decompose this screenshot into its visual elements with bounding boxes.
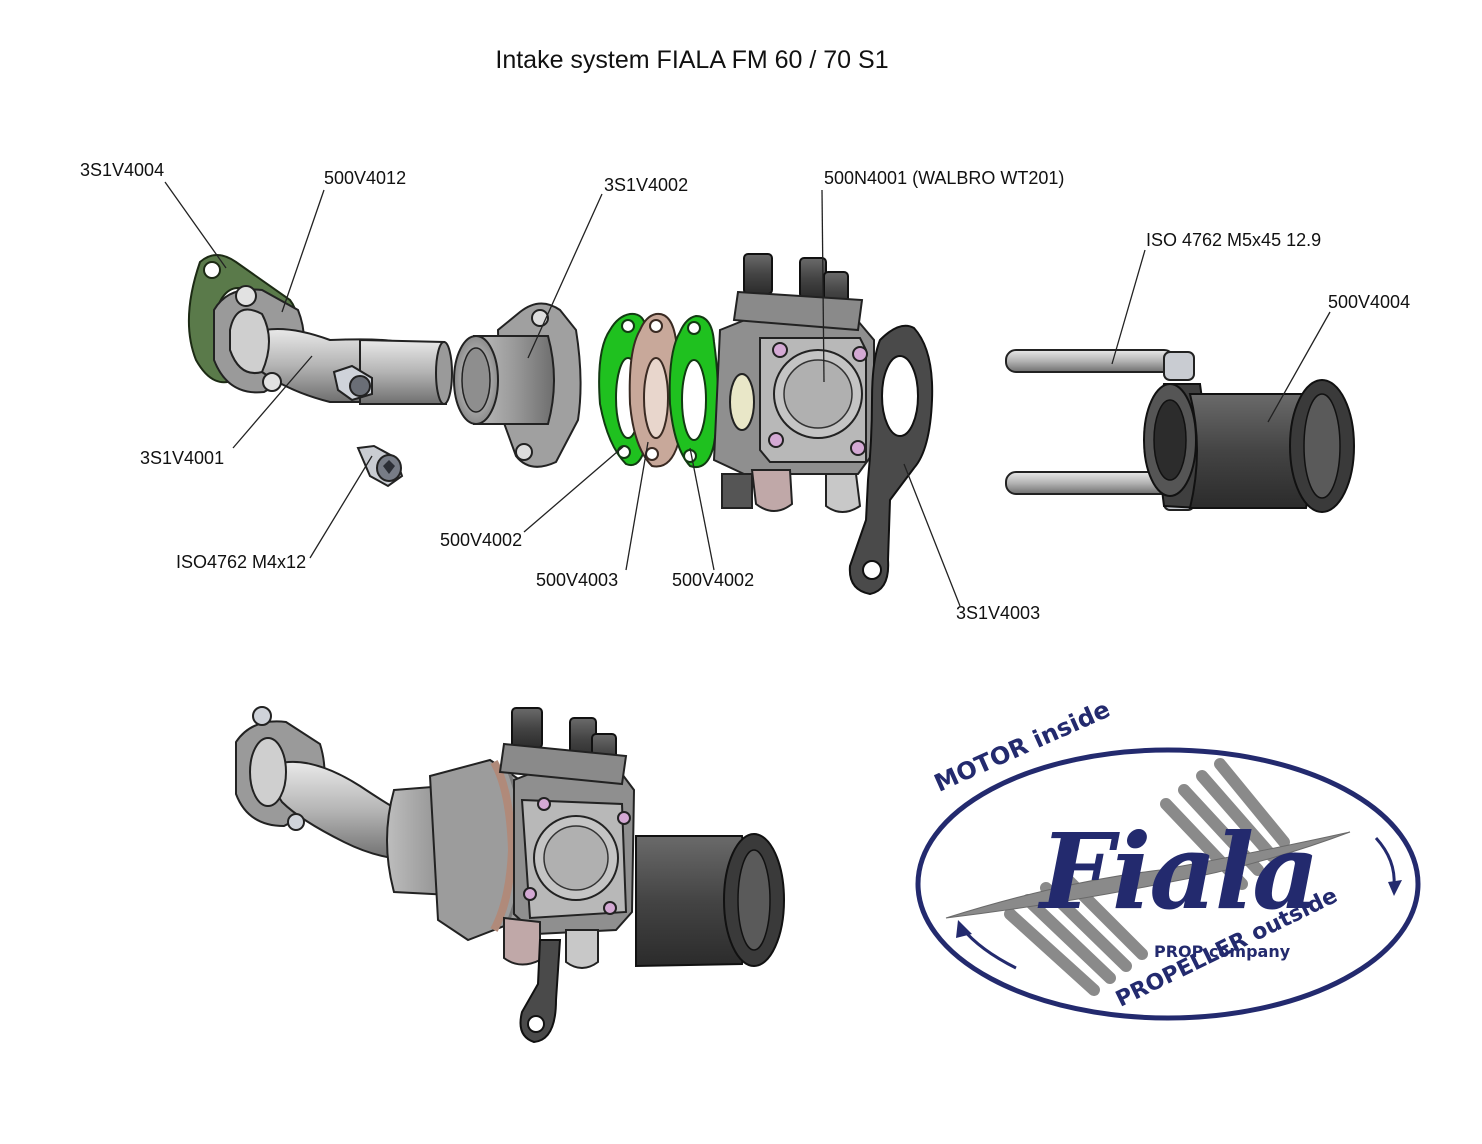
label-bracket: 3S1V4003 (956, 603, 1041, 623)
velocity-stack-part (1143, 379, 1355, 513)
insulator-part (628, 312, 684, 468)
label-gasket-right: 500V4002 (672, 570, 755, 590)
page-title: Intake system FIALA FM 60 / 70 S1 (495, 46, 889, 74)
carburetor-part (712, 253, 875, 513)
label-long-screws: ISO 4762 M5x45 12.9 (1146, 230, 1322, 250)
label-intake-bend: 500V4012 (324, 168, 407, 188)
leader-lines (164, 181, 1331, 607)
label-carburetor: 500N4001 (WALBRO WT201) (824, 168, 1065, 188)
label-carb-adapter: 3S1V4002 (604, 175, 689, 195)
label-intake-body: 3S1V4001 (140, 448, 225, 468)
short-screw-part (356, 444, 404, 488)
bracket-part (848, 324, 934, 596)
logo-brand-text: Fiala (1040, 810, 1320, 933)
long-screws-part (1005, 349, 1195, 511)
label-gasket-left: 500V4002 (440, 530, 523, 550)
label-flange-gasket: 3S1V4004 (80, 160, 165, 180)
logo-subtitle-text: PROP company (1154, 942, 1291, 961)
gasket-right-part (668, 314, 719, 468)
intake-bend-part (213, 285, 453, 405)
label-insulator: 500V4003 (536, 570, 619, 590)
carb-adapter-part (453, 302, 582, 468)
fiala-logo (915, 747, 1421, 1021)
label-velocity-stack: 500V4004 (1328, 292, 1411, 312)
label-short-screw: ISO4762 M4x12 (176, 552, 307, 572)
assembled-intake-view (235, 706, 785, 1044)
